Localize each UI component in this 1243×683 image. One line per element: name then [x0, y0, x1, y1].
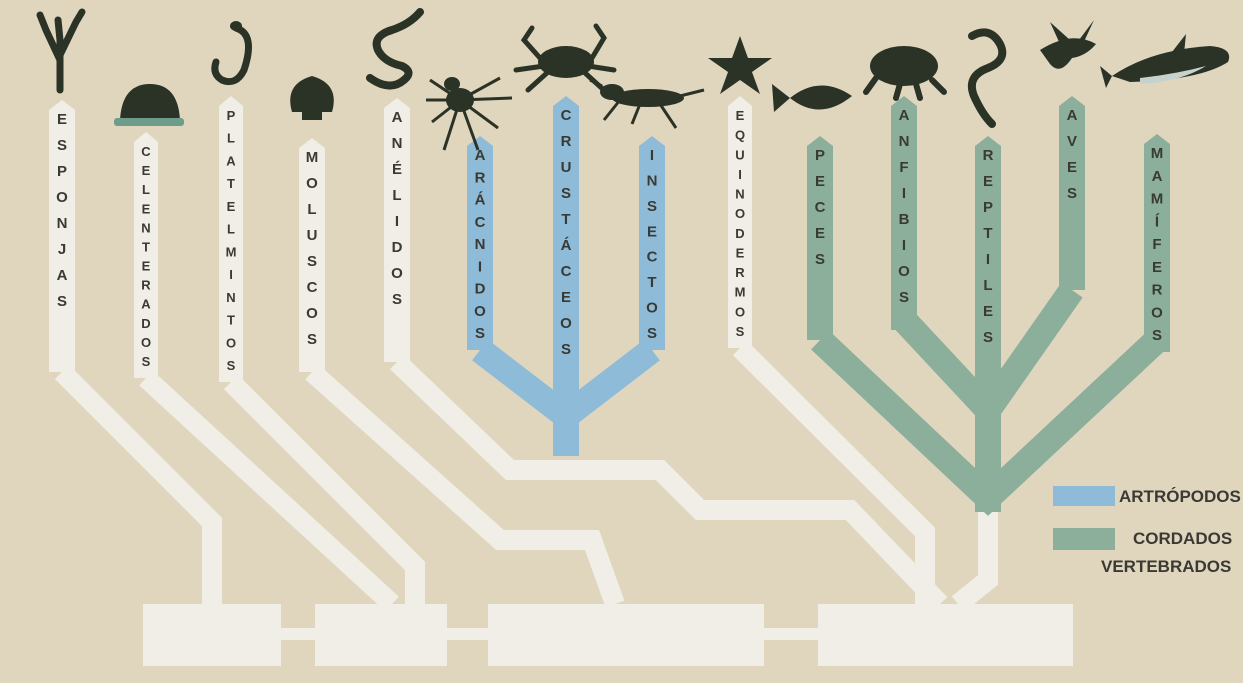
branch-equinodermos: [732, 340, 935, 604]
branch-moluscos: [305, 364, 625, 608]
column-reptiles: [975, 136, 1001, 376]
fish-icon: [772, 84, 852, 112]
base-box-1: [143, 604, 281, 666]
frog-icon: [863, 46, 947, 101]
jellyfish-icon: [114, 84, 184, 126]
legend-swatch-cordados: [1053, 528, 1115, 550]
column-peces: [807, 136, 833, 340]
base-box-4: [818, 604, 1073, 666]
worm-icon: [366, 8, 424, 90]
whale-icon: [1100, 34, 1230, 88]
branch-platelmintos: [223, 374, 425, 604]
base-box-2: [315, 604, 447, 666]
bird-icon: [1040, 20, 1096, 69]
column-moluscos: [299, 138, 325, 372]
branch-celenterados: [139, 370, 399, 612]
column-mamiferos: [1144, 134, 1170, 352]
base-connector-1: [279, 628, 317, 640]
column-equinodermos: [728, 96, 752, 348]
branch-esponjas: [54, 364, 222, 604]
legend-swatch-artropodos: [1053, 486, 1115, 506]
legend-label-cordados-1: VERTEBRADOS: [1101, 557, 1231, 576]
column-aracnidos: [467, 136, 493, 350]
insect-icon: [589, 78, 705, 129]
base-box-3: [488, 604, 764, 666]
legend-label-artropodos-0: ARTRÓPODOS: [1119, 487, 1241, 506]
branch-anelidos: [390, 354, 948, 611]
column-celenterados: [134, 132, 158, 378]
legend-label-cordados-0: CORDADOS: [1133, 529, 1232, 548]
flatworm-icon: [211, 21, 252, 86]
column-anfibios: [891, 96, 917, 330]
spider-icon: [426, 76, 513, 151]
starfish-icon: [708, 36, 772, 94]
column-anelidos: [384, 98, 410, 362]
column-esponjas: [49, 100, 75, 372]
base-connector-2: [445, 628, 490, 640]
column-aves: [1059, 96, 1085, 290]
branch-cordados-stem: [951, 505, 998, 612]
base-connector-3: [762, 628, 820, 640]
sponge-icon: [36, 8, 86, 94]
column-platelmintos: [219, 96, 243, 382]
column-insectos: [639, 136, 665, 350]
column-crustaceos: [553, 96, 579, 392]
snake-icon: [967, 28, 1007, 128]
shell-icon: [290, 76, 334, 120]
